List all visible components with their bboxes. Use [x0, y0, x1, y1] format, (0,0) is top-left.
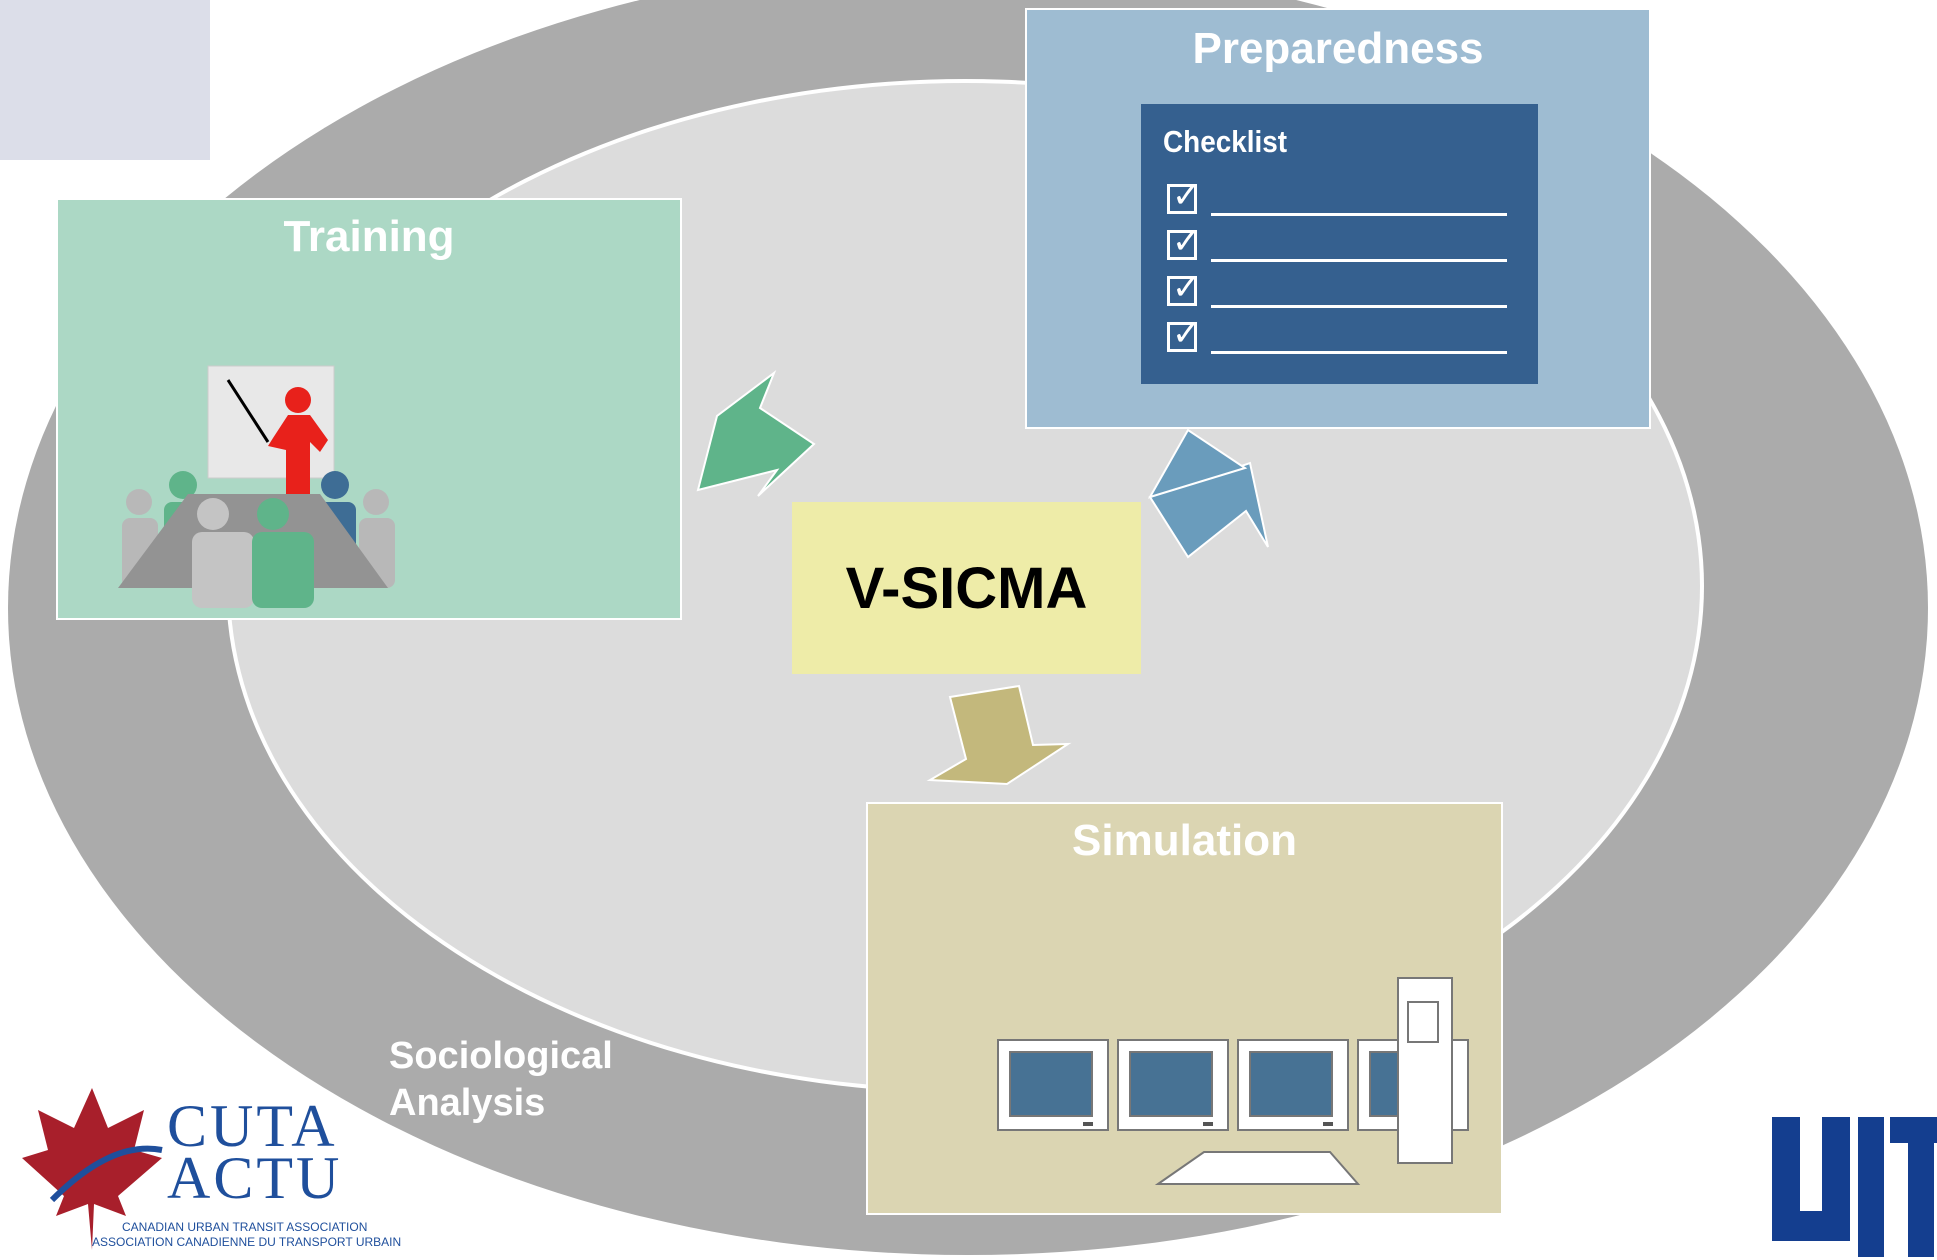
checklist-row: ✓ [1167, 179, 1507, 220]
audience-head [321, 471, 349, 499]
pointer [226, 379, 270, 443]
audience-body [192, 532, 254, 608]
audience-head [257, 498, 289, 530]
checklist-blank-line [1211, 305, 1507, 308]
monitor-screen [1129, 1051, 1213, 1117]
arrow-to-preparedness-head [1147, 428, 1248, 499]
training-title: Training [283, 212, 455, 261]
checklist-row: ✓ [1167, 225, 1507, 266]
monitor-screen [1369, 1051, 1401, 1117]
logo-swoosh [49, 1145, 163, 1203]
cuta-logo: CUTA ACTU CANADIAN URBAN TRANSIT ASSOCIA… [22, 1080, 402, 1260]
checklist-blank-line [1211, 351, 1507, 354]
checklist-blank-line [1211, 259, 1507, 262]
checklist-blank-line [1211, 213, 1507, 216]
center-label: V-SICMA [845, 555, 1088, 621]
monitor-led [1323, 1122, 1333, 1126]
audience-head [197, 498, 229, 530]
actu-logo-text: ACTU [167, 1145, 343, 1211]
simulation-box: Simulation [866, 802, 1503, 1215]
arrow-to-simulation [926, 684, 1072, 786]
arrow-to-training [696, 370, 816, 497]
checklist-row: ✓ [1167, 317, 1507, 358]
presenter-head [285, 387, 311, 413]
monitor-screen [1009, 1051, 1093, 1117]
checkbox-icon: ✓ [1167, 317, 1201, 352]
preparedness-title: Preparedness [1192, 24, 1484, 73]
drive-bay [1407, 1001, 1439, 1043]
classroom-icon [118, 365, 395, 608]
checkbox-icon: ✓ [1167, 225, 1201, 260]
simulation-title: Simulation [1072, 816, 1297, 865]
presenter-body [268, 415, 328, 500]
outer-ring-label: Sociological Analysis [389, 1033, 613, 1127]
checklist-title: Checklist [1163, 124, 1288, 159]
checkbox-icon: ✓ [1167, 179, 1201, 214]
whiteboard [207, 365, 335, 479]
checkbox-icon: ✓ [1167, 271, 1201, 306]
v-sicma-center-box: V-SICMA [792, 502, 1141, 674]
audience-head [169, 471, 197, 499]
outer-ring-label-line2: Analysis [389, 1082, 546, 1124]
simulator-workstation-icon [997, 977, 1469, 1185]
maple-leaf-icon [22, 1088, 163, 1250]
monitor-led [1203, 1122, 1213, 1126]
outer-ring-label-line1: Sociological [389, 1035, 613, 1077]
corner-panel [0, 0, 210, 160]
cuta-french-name: ASSOCIATION CANADIENNE DU TRANSPORT URBA… [92, 1235, 402, 1249]
monitor-screen [1249, 1051, 1333, 1117]
cuta-logo-text: CUTA [167, 1093, 338, 1159]
audience-head [363, 489, 389, 515]
monitor-led [1083, 1122, 1093, 1126]
training-box: Training [56, 198, 682, 620]
audience-head [126, 489, 152, 515]
keyboard [1154, 1151, 1361, 1185]
preparedness-box: Preparedness Checklist ✓ ✓ ✓ ✓ [1025, 8, 1651, 429]
checklist-row: ✓ [1167, 271, 1507, 312]
uitp-logo-mark [1772, 1117, 1937, 1257]
uitp-logo [1770, 1115, 1937, 1260]
cuta-english-name: CANADIAN URBAN TRANSIT ASSOCIATION [122, 1220, 368, 1234]
audience-body [252, 532, 314, 608]
checklist-card: Checklist ✓ ✓ ✓ ✓ [1141, 104, 1538, 384]
